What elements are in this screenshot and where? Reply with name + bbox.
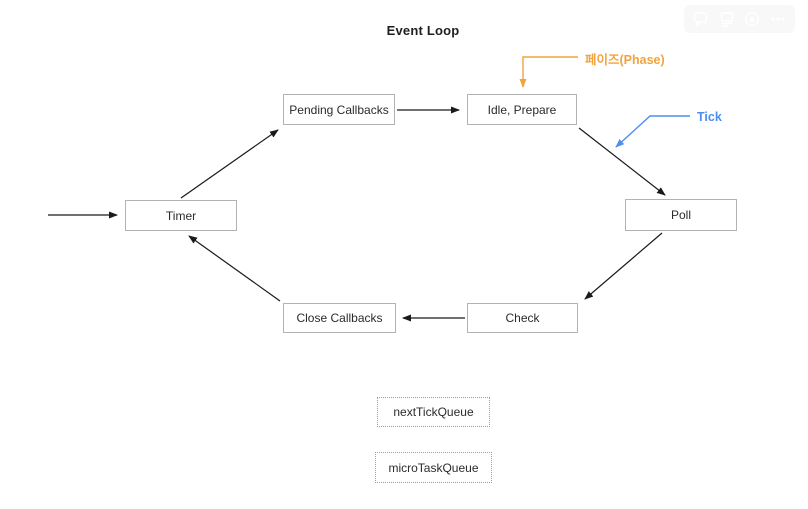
node-label: Poll [670,208,691,222]
edge-idle-to-poll [578,127,666,196]
node-label: Check [505,311,540,325]
node-poll[interactable]: Poll [625,199,737,231]
tick-annotation-line [615,115,690,148]
comment-icon[interactable] [692,10,710,28]
floating-toolbar [684,5,795,33]
node-idle-prepare[interactable]: Idle, Prepare [467,94,577,125]
phase-annotation-line [519,56,578,88]
presentation-icon[interactable] [718,10,736,28]
node-label: Close Callbacks [296,311,383,325]
node-label: Pending Callbacks [289,102,389,117]
node-next-tick-queue[interactable]: nextTickQueue [377,397,490,427]
node-close-callbacks[interactable]: Close Callbacks [283,303,396,333]
more-icon[interactable] [769,10,787,28]
node-check[interactable]: Check [467,303,578,333]
edge-close-to-timer [188,235,281,302]
node-label: Idle, Prepare [487,102,557,117]
node-pending-callbacks[interactable]: Pending Callbacks [283,94,395,125]
tick-annotation-label: Tick [697,110,722,124]
edge-poll-to-check [584,232,663,300]
diagram-title: Event Loop [386,23,460,38]
node-label: nextTickQueue [393,405,474,419]
edge-timer-to-pending [180,129,279,199]
node-label: Timer [165,208,197,223]
node-micro-task-queue[interactable]: microTaskQueue [375,452,492,483]
download-icon[interactable] [743,10,761,28]
phase-annotation-label: 페이즈(Phase) [585,53,665,67]
node-label: microTaskQueue [388,460,479,475]
node-timer[interactable]: Timer [125,200,237,231]
